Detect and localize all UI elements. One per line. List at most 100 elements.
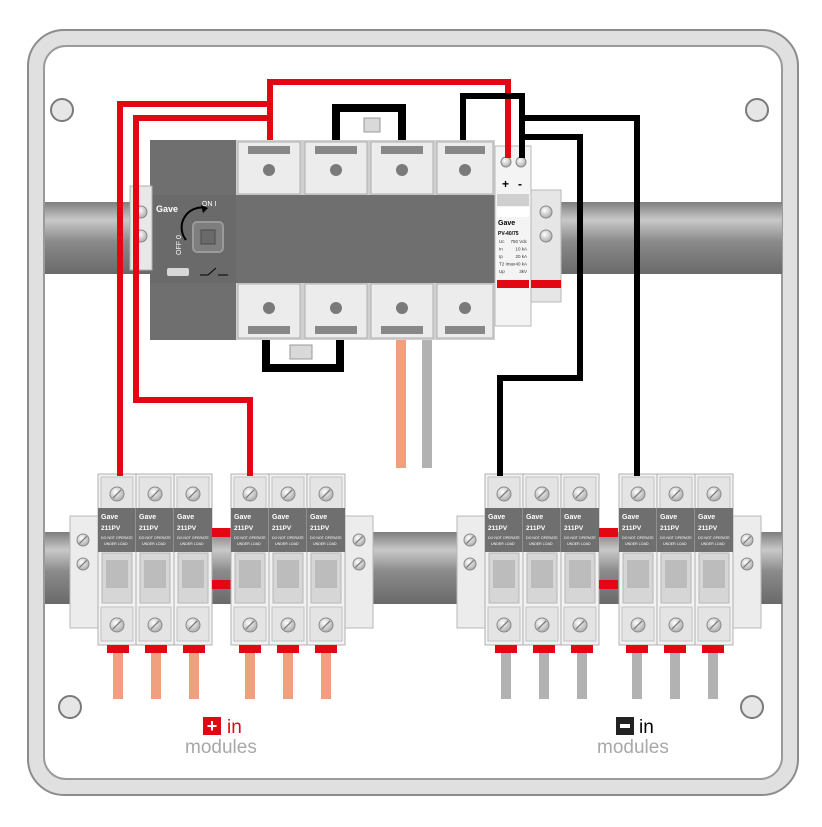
spd-spec-value: 20 kA: [515, 254, 527, 259]
fuse-warning: DO NOT OPERATE: [660, 536, 692, 540]
spd-spec-value: 10 kA: [515, 247, 527, 252]
fuse-model: 211PV: [101, 525, 121, 532]
spd-spec-key: Up: [499, 269, 505, 274]
fuse-model: 211PV: [622, 525, 642, 532]
dc-isolator-switch: Gave ON I OFF 0: [129, 140, 495, 340]
fuse-warning: DO NOT OPERATE: [564, 536, 596, 540]
negative-modules-label: in modules: [597, 717, 669, 758]
corner-screws: [50, 98, 769, 719]
fuse-warning: DO NOT OPERATE: [526, 536, 558, 540]
spd-minus-label: -: [518, 177, 522, 191]
fuse-model: 211PV: [526, 525, 546, 532]
fuse-brand: Gave: [101, 514, 118, 521]
fuse-model: 211PV: [177, 525, 197, 532]
fuse-group-positive-a: Gave 211PV DO NOT OPERATE UNDER LOAD Gave 211…: [69, 473, 231, 646]
fuse-brand: Gave: [564, 514, 581, 521]
positive-modules-text: modules: [185, 737, 257, 758]
corner-screw-tl: [50, 98, 74, 122]
fuse-model: 211PV: [234, 525, 254, 532]
switch-on-label: ON I: [202, 201, 216, 208]
module-cable: [702, 645, 724, 699]
fuse-model: 211PV: [488, 525, 508, 532]
fuse-model: 211PV: [698, 525, 718, 532]
positive-sign: +: [207, 716, 218, 736]
switch-output-cable-negative: [422, 338, 432, 468]
corner-screw-bl: [58, 695, 82, 719]
positive-in-label: in: [227, 717, 242, 738]
fuse-brand: Gave: [139, 514, 156, 521]
negative-wire-group-c: [497, 134, 583, 476]
fuse-brand: Gave: [488, 514, 505, 521]
fuse-brand: Gave: [622, 514, 639, 521]
fuse-group-negative-c: Gave 211PV DO NOT OPERATE UNDER LOAD Gave 211…: [456, 473, 618, 646]
fuse-warning: UNDER LOAD: [567, 542, 591, 546]
module-cable: [664, 645, 686, 699]
fuse-warning: UNDER LOAD: [142, 542, 166, 546]
fuse-brand: Gave: [698, 514, 715, 521]
negative-wire-spd: [460, 93, 525, 158]
fuse-model: 211PV: [139, 525, 159, 532]
module-cable: [626, 645, 648, 699]
fuse-warning: DO NOT OPERATE: [488, 536, 520, 540]
fuse-model: 211PV: [310, 525, 330, 532]
fuse-warning: DO NOT OPERATE: [234, 536, 266, 540]
module-cable: [495, 645, 517, 699]
fuse-brand: Gave: [310, 514, 327, 521]
module-cable: [315, 645, 337, 699]
fuse-holder[interactable]: Gave 211PV DO NOT OPERATE UNDER LOAD: [618, 473, 658, 646]
fuse-warning: UNDER LOAD: [275, 542, 299, 546]
positive-sign-icon: [203, 717, 221, 735]
switch-off-label: OFF 0: [176, 235, 183, 255]
spd-plus-label: +: [502, 177, 509, 191]
fuse-warning: UNDER LOAD: [625, 542, 649, 546]
fuse-warning: DO NOT OPERATE: [310, 536, 342, 540]
spd-spec-key: T2 Imax: [499, 262, 516, 267]
fuse-holder[interactable]: Gave 211PV DO NOT OPERATE UNDER LOAD: [230, 473, 270, 646]
spd-spec-value: 40 kA: [515, 262, 527, 267]
negative-wire-group-d: [522, 115, 640, 476]
fuse-warning: UNDER LOAD: [701, 542, 725, 546]
end-bracket: [69, 515, 99, 629]
negative-modules-text: modules: [597, 737, 669, 758]
fuse-brand: Gave: [177, 514, 194, 521]
switch-indicator-window: [167, 268, 189, 276]
busbar-link: [599, 580, 618, 589]
positive-modules-label: + in modules: [185, 716, 257, 758]
spd-spec-value: 750 Vdc: [510, 239, 527, 244]
fuse-warning: DO NOT OPERATE: [622, 536, 654, 540]
end-bracket: [732, 515, 762, 629]
module-cable: [277, 645, 299, 699]
busbar-link: [599, 528, 618, 537]
module-cable: [107, 645, 129, 699]
fuse-warning: UNDER LOAD: [529, 542, 553, 546]
negative-in-label: in: [639, 717, 654, 738]
module-cable: [571, 645, 593, 699]
fuse-holder[interactable]: Gave 211PV DO NOT OPERATE UNDER LOAD: [135, 473, 175, 646]
module-cable: [533, 645, 555, 699]
fuse-warning: DO NOT OPERATE: [272, 536, 304, 540]
fuse-warning: UNDER LOAD: [237, 542, 261, 546]
fuse-holder[interactable]: Gave 211PV DO NOT OPERATE UNDER LOAD: [97, 473, 137, 646]
fuse-group-positive-b: Gave 211PV DO NOT OPERATE UNDER LOAD Gave 211…: [230, 473, 374, 646]
spd-spec-key: Ip: [499, 254, 503, 259]
spd-spec-value: 3kV: [519, 269, 527, 274]
fuse-warning: DO NOT OPERATE: [139, 536, 171, 540]
fuse-warning: DO NOT OPERATE: [101, 536, 133, 540]
module-cable: [145, 645, 167, 699]
positive-wiring: [117, 79, 511, 476]
switch-output-cable-positive: [396, 338, 406, 468]
spd-brand: Gave: [498, 220, 515, 227]
fuse-warning: UNDER LOAD: [104, 542, 128, 546]
switch-symbol: [200, 267, 228, 276]
spd-spec-key: In: [499, 247, 503, 252]
fuse-brand: Gave: [234, 514, 251, 521]
